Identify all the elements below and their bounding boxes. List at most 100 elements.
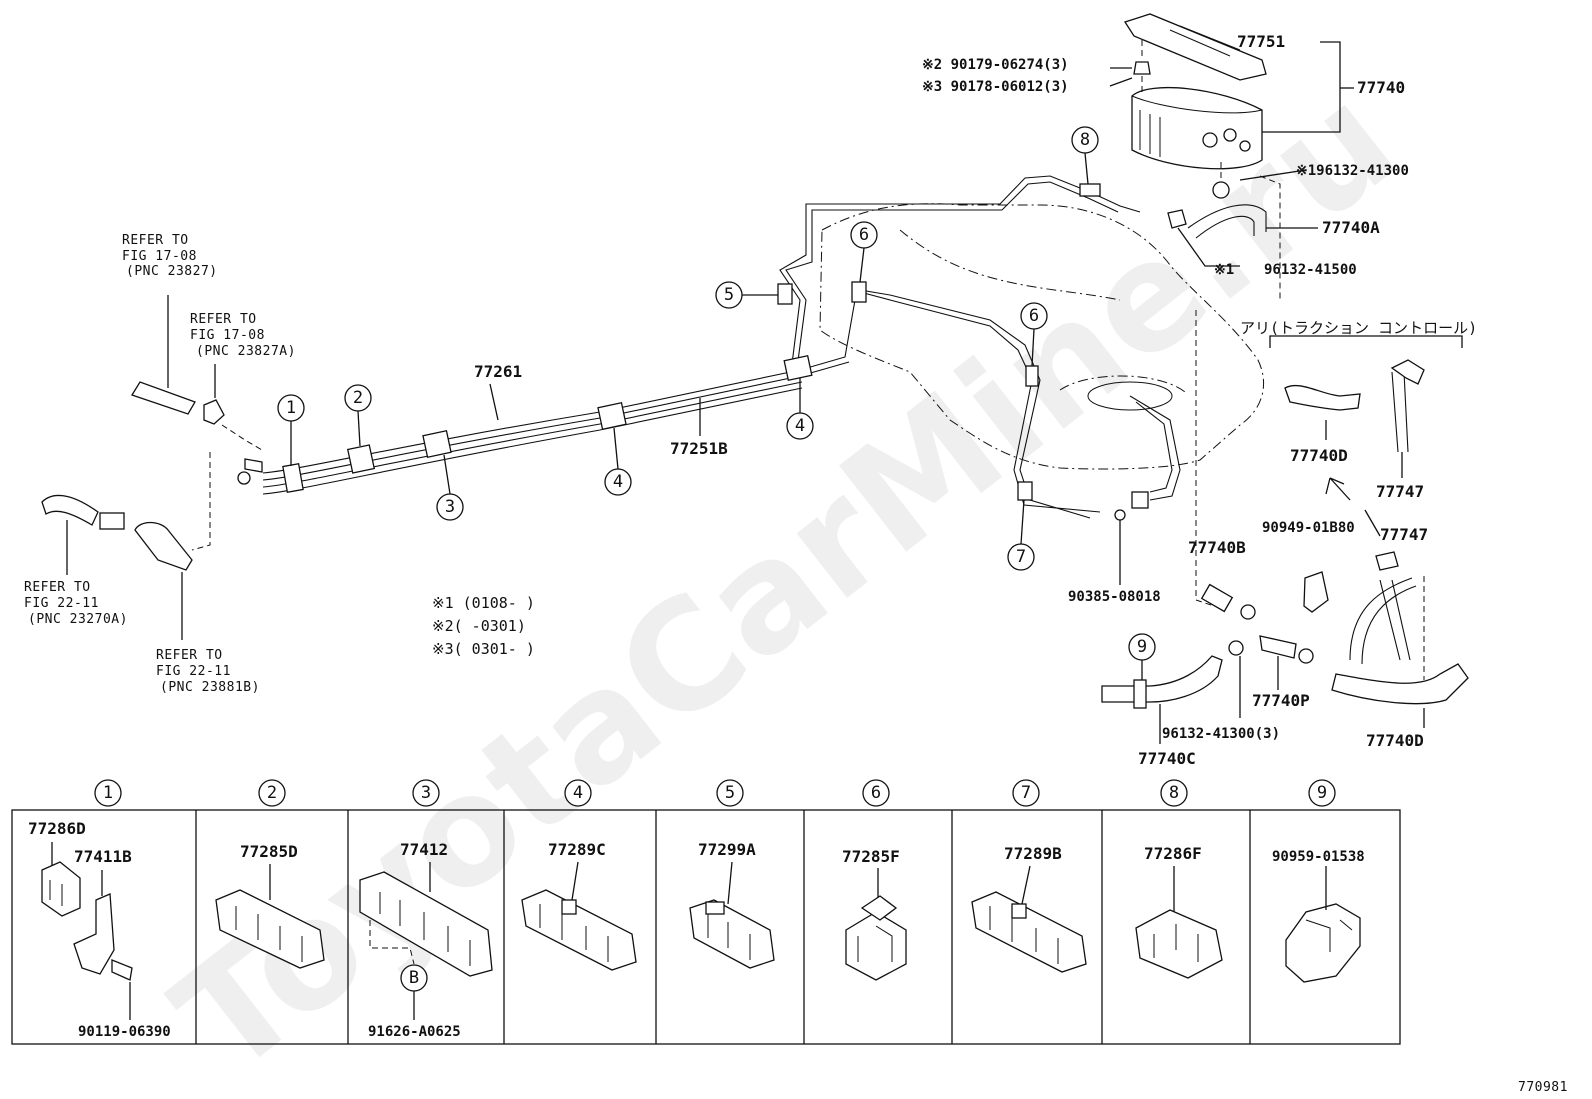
bracket-77411B (73, 893, 115, 975)
label-90949: 90949-01B80 (1262, 520, 1355, 536)
clamp-4 (597, 401, 627, 431)
pipe-end (237, 471, 251, 485)
clamp-90959-01538 (1285, 903, 1361, 983)
hose-23270A (41, 494, 99, 526)
clamp-1 (282, 463, 304, 493)
clamp-4b (783, 354, 813, 382)
figure-number: 770981 (1518, 1080, 1568, 1095)
label-77740D-bottom: 77740D (1366, 731, 1424, 750)
panel-1-number: 1 (94, 779, 122, 807)
label-77740A: 77740A (1322, 218, 1380, 237)
clamp-5 (777, 283, 793, 305)
legend-note1: ※1 (0108- ) (432, 594, 535, 612)
hose-fitting (99, 512, 125, 530)
part-labels: 77751 77740 ※2 90179-06274(3) ※3 90178-0… (24, 32, 1568, 1095)
clamp-8 (1079, 183, 1101, 197)
clamp-77285F (845, 911, 907, 981)
panel-6-number: 6 (862, 779, 890, 807)
fuel-pipes (191, 175, 1181, 585)
bolt (111, 959, 133, 981)
pipe-77747-top (1390, 359, 1425, 385)
callout-B: B (400, 964, 428, 992)
hose-77740B (1200, 583, 1234, 613)
hose-23827 (131, 381, 196, 415)
callout-3: 3 (436, 454, 464, 521)
callout-7: 7 (1007, 499, 1035, 571)
label-90959-01538: 90959-01538 (1272, 849, 1365, 865)
svg-text:7: 7 (1021, 783, 1031, 803)
svg-text:3: 3 (445, 497, 455, 517)
fuel-tank (819, 203, 1265, 470)
label-90179: ※2 90179-06274(3) (922, 57, 1069, 73)
clamp-tab (860, 895, 898, 921)
svg-text:1: 1 (286, 398, 296, 418)
clamp-77412 (359, 871, 493, 977)
label-note1: ※1 (1214, 262, 1234, 278)
label-77751: 77751 (1237, 32, 1285, 51)
pipe-fitting (1131, 491, 1149, 509)
clamp-tab (705, 901, 725, 915)
label-77285F: 77285F (842, 847, 900, 866)
callout-8: 8 (1071, 126, 1099, 185)
callout-4b: 4 (786, 378, 814, 440)
callout-6b: 6 (1020, 302, 1048, 367)
hose-77740D-top (1284, 384, 1361, 411)
legend-note3: ※3( 0301- ) (432, 640, 535, 658)
label-77289B: 77289B (1004, 844, 1062, 863)
clip (1375, 551, 1399, 571)
svg-text:3: 3 (421, 783, 431, 803)
svg-text:5: 5 (724, 285, 734, 305)
label-90119-06390: 90119-06390 (78, 1024, 171, 1040)
traction-bracket (1269, 335, 1463, 348)
svg-text:FIG 22-11: FIG 22-11 (156, 664, 231, 679)
pipe-end (244, 458, 263, 473)
callout-2: 2 (344, 384, 372, 447)
svg-text:REFER TO: REFER TO (24, 580, 91, 595)
canister-assembly (1109, 13, 1354, 170)
callout-1: 1 (277, 394, 305, 466)
clamp-77289C (521, 889, 637, 971)
hose-77740P (1259, 635, 1297, 659)
clamp-7 (1017, 481, 1033, 501)
hose-clamp (1240, 604, 1256, 620)
clamp-9 (1133, 679, 1147, 709)
label-96132-41300-3: 96132-41300(3) (1162, 726, 1280, 742)
svg-text:2: 2 (353, 388, 363, 408)
svg-text:FIG 22-11: FIG 22-11 (24, 596, 99, 611)
svg-text:B: B (409, 968, 419, 988)
clip-23827A (203, 399, 225, 425)
svg-text:7: 7 (1016, 547, 1026, 567)
panel-7-number: 7 (1012, 779, 1040, 807)
svg-text:REFER TO: REFER TO (122, 233, 189, 248)
label-77740: 77740 (1357, 78, 1405, 97)
legend-note2: ※2( -0301) (432, 617, 526, 635)
panel-2-number: 2 (258, 779, 286, 807)
label-77740D-top: 77740D (1290, 446, 1348, 465)
label-77747-mid: 77747 (1380, 525, 1428, 544)
label-96132-41500: 96132-41500 (1264, 262, 1357, 278)
panel-frame (11, 809, 1401, 1045)
svg-text:8: 8 (1169, 783, 1179, 803)
svg-text:9: 9 (1137, 637, 1147, 657)
left-parts (41, 295, 225, 640)
svg-text:FIG 17-08: FIG 17-08 (190, 328, 265, 343)
watermark: ToyotaCarMine.ru (145, 53, 1427, 1099)
svg-text:9: 9 (1317, 783, 1327, 803)
clamp-77286F (1135, 909, 1223, 979)
svg-text:4: 4 (613, 472, 623, 492)
bracket-23881B (134, 521, 193, 571)
label-77261: 77261 (474, 362, 522, 381)
svg-text:6: 6 (871, 783, 881, 803)
hose-77740A (1167, 160, 1318, 300)
label-77740P: 77740P (1252, 691, 1310, 710)
label-90385: 90385-08018 (1068, 589, 1161, 605)
label-196132: ※196132-41300 (1296, 163, 1409, 179)
svg-text:4: 4 (573, 783, 583, 803)
clamp-77289B (971, 891, 1087, 973)
clamp-tab (1011, 903, 1027, 919)
callout-9: 9 (1128, 633, 1156, 680)
label-90178: ※3 90178-06012(3) (922, 79, 1069, 95)
bracket-90949 (1303, 571, 1329, 613)
canister-bracket (1123, 13, 1267, 81)
panel-5-number: 5 (716, 779, 744, 807)
